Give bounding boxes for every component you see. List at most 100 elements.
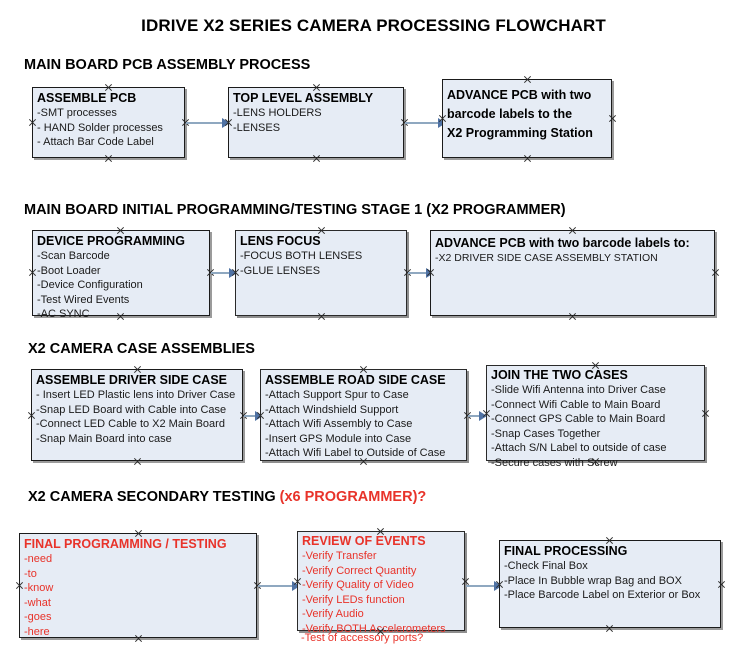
connector-road-case-to-join-cases bbox=[468, 415, 482, 417]
node-title: JOIN THE TWO CASES bbox=[491, 368, 628, 382]
node-title: LENS FOCUS bbox=[240, 234, 321, 248]
section-heading-x2-camera-case-assemblies: X2 CAMERA CASE ASSEMBLIES bbox=[28, 341, 255, 357]
connector-final-programming-to-review bbox=[258, 585, 294, 587]
arrowhead-icon bbox=[479, 411, 487, 421]
list-item: -Attach Support Spur to Case bbox=[265, 389, 409, 401]
arrowhead-icon bbox=[222, 118, 230, 128]
node-item-list: -LENS HOLDERS -LENSES bbox=[233, 106, 399, 135]
node-item-list: -Attach Support Spur to Case -Attach Win… bbox=[265, 388, 462, 461]
list-item: -Test Wired Events bbox=[37, 293, 130, 306]
node-title: ASSEMBLE ROAD SIDE CASE bbox=[265, 373, 446, 387]
list-item: -Verify BOTH Accelerometers bbox=[302, 622, 446, 635]
list-item: - Attach Bar Code Label bbox=[37, 136, 154, 148]
node-item-list: -Verify Transfer -Verify Correct Quantit… bbox=[302, 549, 460, 636]
node-final-programming-testing[interactable]: FINAL PROGRAMMING / TESTING -need -to -k… bbox=[19, 533, 257, 638]
list-item: -Attach S/N Label to outside of case bbox=[491, 442, 667, 454]
list-item: -Snap LED Board with Cable into Case bbox=[36, 403, 227, 416]
list-item: -Connect Wifi Cable to Main Board bbox=[491, 398, 661, 411]
list-item: -Verify Quality of Video bbox=[302, 579, 414, 591]
node-review-of-events[interactable]: REVIEW OF EVENTS -Verify Transfer -Verif… bbox=[297, 531, 465, 635]
node-final-processing[interactable]: FINAL PROCESSING -Check Final Box -Place… bbox=[499, 540, 721, 628]
node-line-2: barcode labels to the bbox=[447, 107, 573, 121]
node-advance-pcb-to-driver-side-case[interactable]: ADVANCE PCB with two barcode labels to: … bbox=[430, 230, 715, 316]
section-heading-x2-camera-secondary-testing: X2 CAMERA SECONDARY TESTING (x6 PROGRAMM… bbox=[28, 489, 426, 505]
list-item: - Insert LED Plastic lens into Driver Ca… bbox=[36, 389, 236, 401]
node-title: DEVICE PROGRAMMING bbox=[37, 234, 185, 248]
node-item-list: - Insert LED Plastic lens into Driver Ca… bbox=[36, 388, 238, 446]
node-device-programming[interactable]: DEVICE PROGRAMMING -Scan Barcode -Boot L… bbox=[32, 230, 210, 320]
section-heading-main-board-initial-programming: MAIN BOARD INITIAL PROGRAMMING/TESTING S… bbox=[24, 202, 566, 218]
list-item: -Connect GPS Cable to Main Board bbox=[491, 413, 666, 425]
node-lens-focus[interactable]: LENS FOCUS -FOCUS BOTH LENSES -GLUE LENS… bbox=[235, 230, 407, 316]
list-item: -Slide Wifi Antenna into Driver Case bbox=[491, 384, 666, 396]
list-item: -LENSES bbox=[233, 121, 281, 134]
list-item: -Snap Cases Together bbox=[491, 427, 601, 440]
list-item: -Place In Bubble wrap Bag and BOX bbox=[504, 574, 682, 587]
page-title: IDRIVE X2 SERIES CAMERA PROCESSING FLOWC… bbox=[141, 16, 606, 35]
node-title: ASSEMBLE PCB bbox=[37, 91, 137, 105]
arrowhead-icon bbox=[494, 581, 502, 591]
list-item: -Scan Barcode bbox=[37, 250, 110, 262]
list-item: -GLUE LENSES bbox=[240, 264, 321, 277]
list-item: -Attach Wifi Label to Outside of Case bbox=[265, 447, 446, 459]
section-heading-text: X2 CAMERA SECONDARY TESTING bbox=[28, 489, 280, 505]
node-item-list: -Scan Barcode -Boot Loader -Device Confi… bbox=[37, 249, 205, 322]
node-title: TOP LEVEL ASSEMBLY bbox=[233, 91, 374, 105]
list-item: -to bbox=[24, 567, 37, 580]
node-item-list: -FOCUS BOTH LENSES -GLUE LENSES bbox=[240, 249, 402, 278]
node-item-list: -SMT processes - HAND Solder processes -… bbox=[37, 106, 180, 150]
list-item: -Attach Wifi Assembly to Case bbox=[265, 418, 413, 430]
node-title: ADVANCE PCB with two barcode labels to: bbox=[435, 236, 690, 250]
node-assemble-pcb[interactable]: ASSEMBLE PCB -SMT processes - HAND Solde… bbox=[32, 87, 185, 158]
list-item: -SMT processes bbox=[37, 107, 117, 119]
section-heading-accent: (x6 PROGRAMMER)? bbox=[279, 489, 427, 505]
arrowhead-icon bbox=[255, 411, 263, 421]
node-line-1: ADVANCE PCB with two bbox=[447, 88, 592, 102]
list-item: -here bbox=[24, 625, 50, 638]
list-item: -need bbox=[24, 553, 53, 565]
connector-review-to-final-processing bbox=[466, 585, 496, 587]
arrowhead-icon bbox=[229, 268, 237, 278]
list-item: -X2 DRIVER SIDE CASE ASSEMBLY STATION bbox=[435, 252, 658, 264]
list-item: -know bbox=[24, 582, 54, 594]
node-title: FINAL PROGRAMMING / TESTING bbox=[24, 537, 227, 551]
node-item-list: -X2 DRIVER SIDE CASE ASSEMBLY STATION bbox=[435, 251, 710, 265]
list-item: -Verify Correct Quantity bbox=[302, 564, 417, 577]
connector-device-programming-to-lens-focus bbox=[211, 272, 232, 274]
list-item: -Verify LEDs function bbox=[302, 593, 405, 606]
list-item: -Attach Windshield Support bbox=[265, 403, 399, 416]
node-title: REVIEW OF EVENTS bbox=[302, 534, 426, 548]
list-item: -Secure cases with Screw bbox=[491, 456, 618, 469]
node-assemble-driver-side-case[interactable]: ASSEMBLE DRIVER SIDE CASE - Insert LED P… bbox=[31, 369, 243, 461]
list-item: -Verify Audio bbox=[302, 608, 364, 620]
node-item-list: -Check Final Box -Place In Bubble wrap B… bbox=[504, 559, 716, 603]
node-top-level-assembly[interactable]: TOP LEVEL ASSEMBLY -LENS HOLDERS -LENSES bbox=[228, 87, 404, 158]
arrowhead-icon bbox=[292, 581, 300, 591]
list-item: -Insert GPS Module into Case bbox=[265, 432, 412, 445]
node-title: FINAL PROCESSING bbox=[504, 544, 628, 558]
list-item: -AC SYNC bbox=[37, 308, 90, 320]
node-item-list: -need -to -know -what -goes -here bbox=[24, 552, 252, 639]
connector-driver-case-to-road-case bbox=[244, 415, 258, 417]
node-item-list: -Slide Wifi Antenna into Driver Case -Co… bbox=[491, 383, 700, 470]
section-heading-main-board-pcb-assembly: MAIN BOARD PCB ASSEMBLY PROCESS bbox=[24, 57, 311, 73]
list-item: -goes bbox=[24, 611, 52, 623]
node-join-the-two-cases[interactable]: JOIN THE TWO CASES -Slide Wifi Antenna i… bbox=[486, 365, 705, 469]
connector-assemble-pcb-to-top-level bbox=[186, 122, 224, 124]
list-item: -Boot Loader bbox=[37, 264, 101, 277]
list-item: -Device Configuration bbox=[37, 279, 143, 291]
list-item: -FOCUS BOTH LENSES bbox=[240, 250, 363, 262]
node-title: ASSEMBLE DRIVER SIDE CASE bbox=[36, 373, 228, 387]
review-of-events-overflow-item: -Test of accessory ports? bbox=[301, 632, 424, 644]
node-line-3: X2 Programming Station bbox=[447, 126, 593, 140]
list-item: -LENS HOLDERS bbox=[233, 107, 322, 119]
node-advance-pcb-to-programming-station[interactable]: ADVANCE PCB with two barcode labels to t… bbox=[442, 79, 612, 158]
connector-top-level-to-advance-pcb bbox=[405, 122, 441, 124]
connector-lens-focus-to-advance-pcb-driver bbox=[408, 272, 429, 274]
node-assemble-road-side-case[interactable]: ASSEMBLE ROAD SIDE CASE -Attach Support … bbox=[260, 369, 467, 461]
list-item: -Place Barcode Label on Exterior or Box bbox=[504, 589, 701, 601]
list-item: - HAND Solder processes bbox=[37, 121, 163, 134]
list-item: -what bbox=[24, 596, 51, 609]
list-item: -Connect LED Cable to X2 Main Board bbox=[36, 418, 225, 430]
list-item: -Check Final Box bbox=[504, 560, 588, 572]
